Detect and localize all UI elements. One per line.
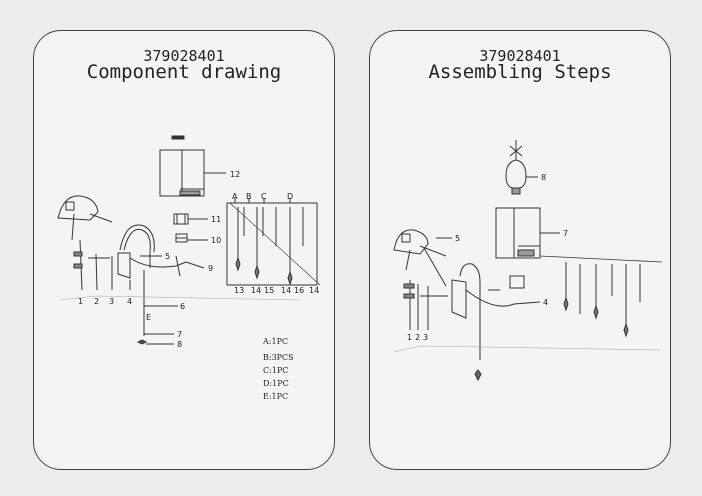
letter-b: B [246,192,252,201]
screw-parts [73,239,131,291]
sub-number: 14 [281,286,291,295]
shade-part [495,207,560,259]
callout-12: 12 [230,170,240,179]
crystal-box [539,255,663,338]
callout-8: 8 [541,173,546,182]
part-number-3: 3 [109,297,114,306]
letter-c: C [261,192,267,201]
callout-4: 4 [543,298,548,307]
sub-number: 14 [251,286,261,295]
crystal-box [226,198,321,286]
panel-title: Assembling Steps [428,61,612,83]
sub-number: 14 [309,286,319,295]
sub-number: 15 [264,286,274,295]
part-number-4: 4 [127,297,132,306]
quantity-c: C:1PC [263,366,288,375]
quantity-e: E:1PC [263,392,288,401]
part-number-3: 3 [423,333,428,342]
callout-9: 9 [208,264,213,273]
bulb-part [505,140,538,195]
chain-parts [136,270,178,345]
wall-arm [117,224,205,279]
callout-6: 6 [180,302,185,311]
quantity-a: A:1PC [262,337,288,346]
shade-part [159,135,226,197]
hand-drawing [57,195,113,241]
panel-title: Component drawing [86,61,282,83]
sub-number: 13 [234,286,244,295]
quantity-d: D:1PC [263,379,289,388]
letter-d: D [287,192,293,201]
hand-drawing [393,229,452,287]
callout-7: 7 [177,330,182,339]
callout-10: 10 [211,236,221,245]
callout-8: 8 [177,340,182,349]
callout-5: 5 [165,252,170,261]
quantity-b: B:3PCS [263,353,294,362]
clip-parts [173,213,208,243]
part-number-2: 2 [415,333,420,342]
product-code: 379028401 [479,47,561,65]
callout-11: 11 [211,215,221,224]
callout-5: 5 [455,234,460,243]
letter-a: A [232,192,238,201]
e-label: E [146,313,151,322]
part-number-2: 2 [94,297,99,306]
component-drawing-panel: 379028401 Component drawing [33,30,335,470]
part-number-1: 1 [78,297,83,306]
part-number-1: 1 [407,333,412,342]
screw-parts [403,280,448,330]
product-code: 379028401 [143,47,225,65]
wall-arm [451,263,541,382]
callout-7: 7 [563,229,568,238]
sub-number: 16 [294,286,304,295]
